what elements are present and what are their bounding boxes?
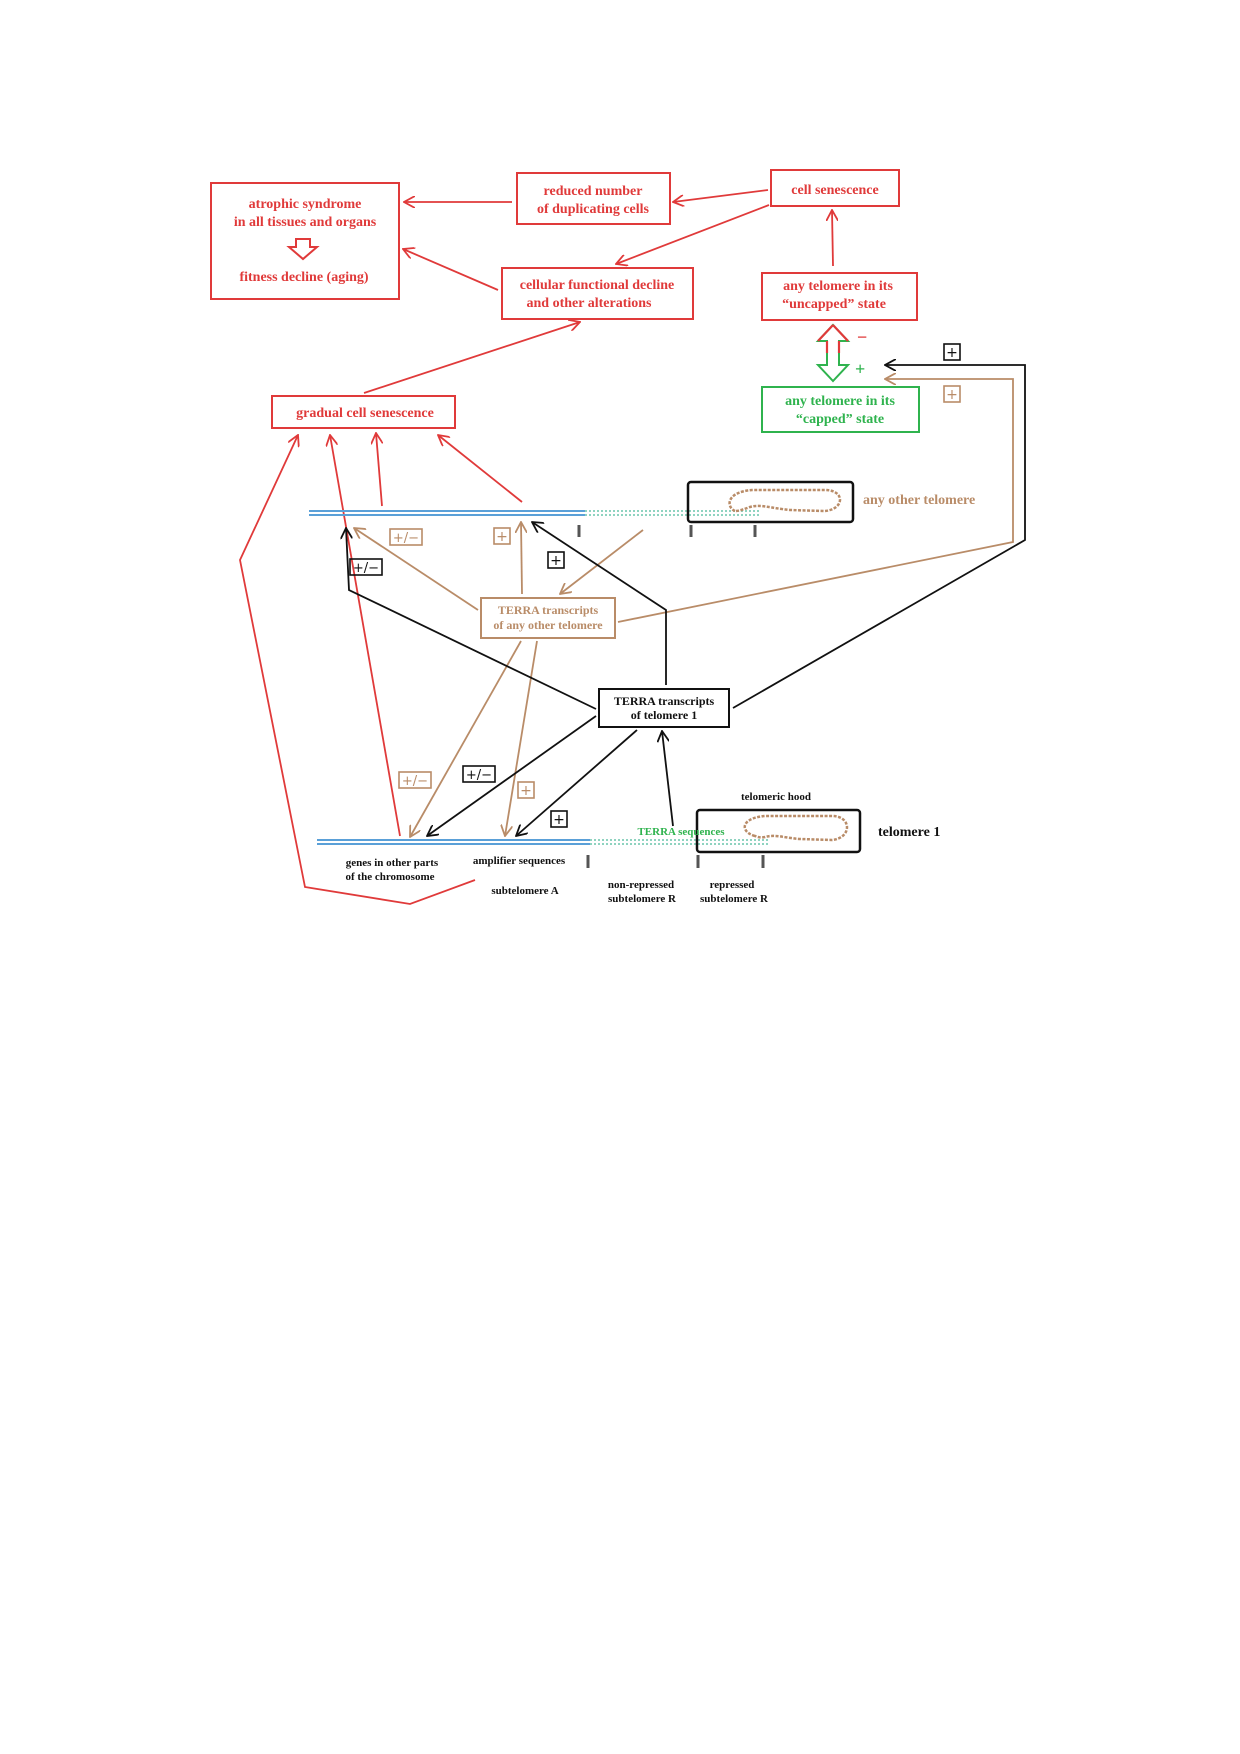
- atrophic-text-2: in all tissues and organs: [234, 215, 377, 230]
- any-other-telomere-label: any other telomere: [863, 493, 975, 508]
- uncapped-text-2: “uncapped” state: [782, 297, 886, 312]
- reduced-text-2: of duplicating cells: [537, 202, 650, 217]
- atrophic-box: atrophic syndrome in all tissues and org…: [210, 182, 400, 300]
- functional-text-2: and other alterations: [527, 296, 653, 311]
- svg-text:+/−: +/−: [402, 774, 428, 789]
- tan-arrow-terra-other-to-amplifier-lower: [505, 640, 538, 836]
- fitness-text: fitness decline (aging): [239, 270, 368, 285]
- tan-arrow-terra-other-to-capped: [617, 379, 1014, 623]
- other-telomere-loop-icon: [728, 488, 842, 513]
- terra-1-text-2: of telomere 1: [631, 708, 697, 722]
- atrophic-text-1: atrophic syndrome: [249, 197, 362, 212]
- amplifier-label: amplifier sequences: [473, 855, 566, 867]
- svg-text:+: +: [496, 529, 508, 545]
- svg-text:+: +: [553, 812, 565, 828]
- uncapped-text-1: any telomere in its: [783, 279, 893, 294]
- reduced-text-1: reduced number: [544, 184, 643, 199]
- capped-box: any telomere in its “capped” state: [761, 386, 920, 433]
- terra-other-text-2: of any other telomere: [493, 618, 603, 632]
- other-telomere-hood-box: [686, 480, 855, 524]
- telomere-1-loop-icon: [743, 814, 849, 842]
- minus-sign: −: [857, 327, 867, 347]
- telomeric-hood-label: telomeric hood: [741, 791, 811, 803]
- non-repressed-label-1: non-repressed: [608, 879, 674, 891]
- telomere-1-chromosome: [317, 808, 862, 868]
- bracket-genes-to-gradual: [239, 435, 476, 905]
- terra-other-box: TERRA transcripts of any other telomere: [480, 597, 616, 639]
- double-arrow-red-top-right: [832, 324, 849, 342]
- tan-arrow-terra-other-to-genes-upper: [354, 528, 479, 611]
- tan-boxed-plus-upper: +: [493, 527, 511, 545]
- terra-1-text-1: TERRA transcripts: [614, 694, 715, 708]
- svg-text:+: +: [946, 387, 958, 403]
- tan-boxed-plusminus-lower: +/−: [398, 771, 432, 789]
- telomere-1-label: telomere 1: [878, 825, 940, 840]
- terra-1-box: TERRA transcripts of telomere 1: [598, 688, 730, 728]
- non-repressed-label-2: subtelomere R: [608, 893, 677, 905]
- cell-senescence-box: cell senescence: [770, 169, 900, 207]
- arrow-functional-to-atrophic: [403, 249, 499, 291]
- black-boxed-plus-lower: +: [550, 810, 568, 828]
- black-boxed-plusminus-lower: +/−: [462, 765, 496, 783]
- arrow-uncapped-to-senescence: [832, 210, 833, 267]
- svg-text:+/−: +/−: [393, 531, 419, 546]
- functional-text-1: cellular functional decline: [520, 278, 675, 293]
- capped-text-2: “capped” state: [796, 412, 884, 427]
- svg-text:+: +: [520, 783, 532, 799]
- black-arrow-terra1-to-genes-upper: [346, 528, 597, 710]
- terra-other-text-1: TERRA transcripts: [498, 603, 599, 617]
- plus-sign: +: [855, 359, 865, 379]
- capped-uncapped-double-arrow-icon: [815, 323, 851, 383]
- arrow-upper-chromosome-to-gradual-2: [438, 435, 523, 503]
- other-telomere-chromosome: [309, 480, 855, 537]
- cell-senescence-text: cell senescence: [791, 183, 878, 198]
- gradual-text: gradual cell senescence: [296, 406, 434, 421]
- tan-boxed-plusminus-upper: +/−: [389, 528, 423, 546]
- tan-arrow-terra-other-to-genes-lower: [410, 640, 522, 837]
- black-arrow-terra1-to-genes-lower: [427, 715, 597, 836]
- svg-text:+/−: +/−: [353, 561, 379, 576]
- gradual-box: gradual cell senescence: [271, 395, 456, 429]
- black-arrow-terra1-to-amplifier-upper: [532, 522, 667, 685]
- tan-boxed-plus-lower: +: [517, 781, 535, 799]
- tan-arrow-terra-other-to-amplifier-upper: [521, 522, 522, 595]
- black-arrow-terra-seq-to-terra1: [662, 731, 674, 827]
- arrow-gradual-to-functional: [363, 322, 580, 394]
- uncapped-box: any telomere in its “uncapped” state: [761, 272, 918, 321]
- tan-arrow-other-terra-seq-to-terra-other: [560, 529, 644, 594]
- black-arrow-terra1-to-capped: [732, 365, 1026, 709]
- black-boxed-plus-upper: +: [547, 551, 565, 569]
- functional-box: cellular functional decline and other al…: [501, 267, 694, 320]
- black-boxed-plusminus-upper: +/−: [349, 558, 383, 576]
- arrow-lower-genes-to-gradual: [330, 435, 401, 837]
- genes-label-2: of the chromosome: [346, 871, 435, 883]
- down-hollow-arrow-icon: [286, 238, 320, 261]
- reduced-box: reduced number of duplicating cells: [516, 172, 671, 225]
- genes-label-1: genes in other parts: [346, 857, 439, 869]
- svg-text:+: +: [946, 345, 958, 361]
- tan-boxed-plus-capped: +: [943, 385, 961, 403]
- terra-sequences-label: TERRA sequences: [637, 826, 725, 838]
- arrow-senescence-to-reduced: [673, 189, 769, 202]
- capped-text-1: any telomere in its: [785, 394, 895, 409]
- telomere-1-hood-box: [695, 808, 862, 854]
- arrow-senescence-to-functional: [616, 204, 770, 264]
- svg-text:+/−: +/−: [466, 768, 492, 783]
- repressed-label-2: subtelomere R: [700, 893, 769, 905]
- repressed-label-1: repressed: [710, 879, 755, 891]
- svg-text:+: +: [550, 553, 562, 569]
- double-arrow-red-top-left: [817, 324, 834, 342]
- arrow-upper-chromosome-to-gradual-1: [376, 433, 383, 507]
- subtelomere-a-label: subtelomere A: [491, 885, 558, 897]
- black-boxed-plus-capped: +: [943, 343, 961, 361]
- black-arrow-terra1-to-amplifier-lower: [516, 729, 638, 836]
